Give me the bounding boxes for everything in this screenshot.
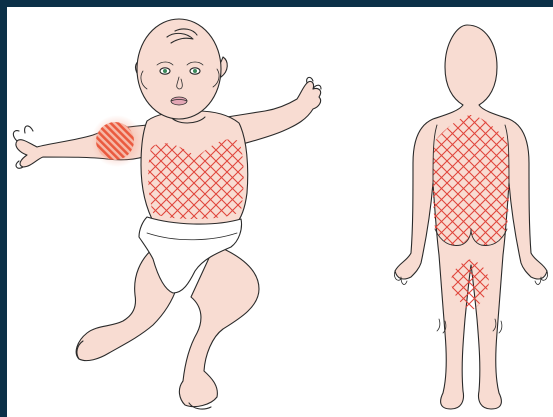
figure-panel: [7, 7, 553, 417]
child-back-figure: [394, 25, 547, 409]
infant-front-figure: [13, 19, 321, 409]
infant-mouth: [171, 97, 187, 105]
infant-shoulder-lesion: [96, 122, 134, 160]
infant-head: [136, 19, 228, 119]
child-upper-back-rash: [433, 115, 510, 245]
rash-distribution-illustration: [7, 7, 553, 417]
